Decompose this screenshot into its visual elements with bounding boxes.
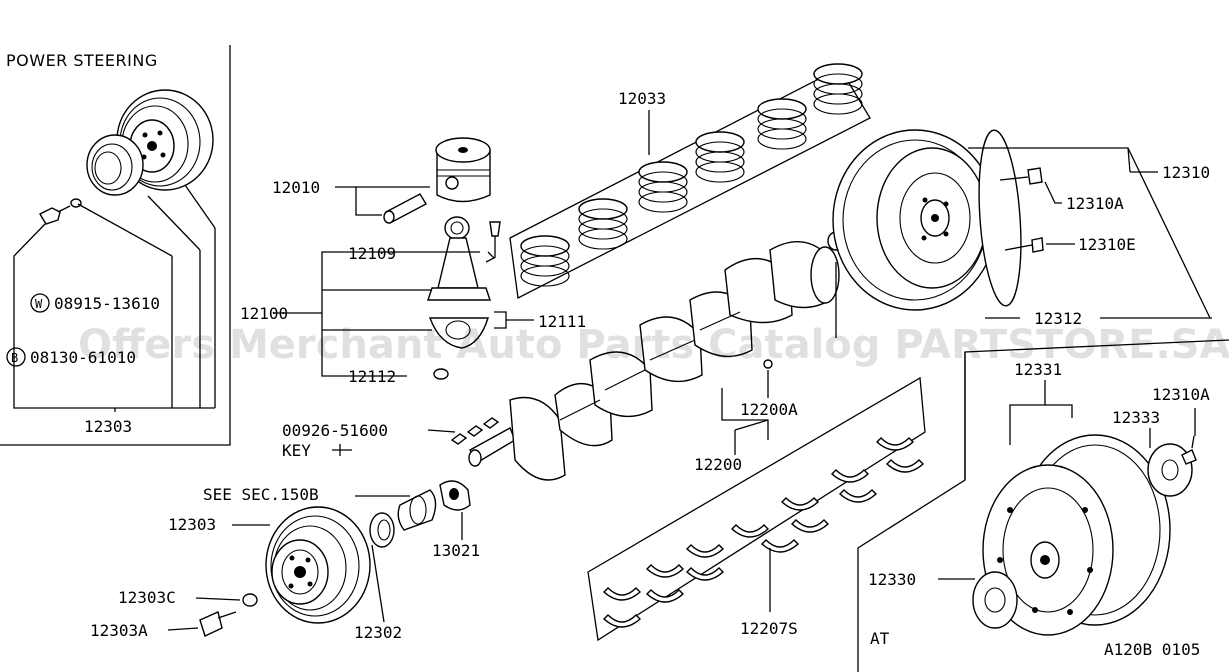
b-mark-icon: B <box>11 351 18 365</box>
power-steering-leaders <box>13 184 216 412</box>
bearing-shell <box>685 567 725 581</box>
crank-pulley <box>199 480 471 637</box>
label-12303-ps: 12303 <box>84 417 132 436</box>
label-12303c: 12303C <box>118 588 176 607</box>
piston-ring <box>638 161 688 213</box>
label-00926-51600: 00926-51600 <box>282 421 388 440</box>
crankshaft <box>468 231 845 481</box>
bearing-shell <box>830 469 870 483</box>
label-at: AT <box>870 629 890 648</box>
label-b-bolt: 08130-61010 <box>30 348 136 367</box>
crank-keys <box>450 417 500 445</box>
power-steering-pulley <box>39 89 214 225</box>
label-w-bolt: 08915-13610 <box>54 294 160 313</box>
bearing-shell <box>602 614 642 628</box>
label-12109: 12109 <box>348 244 396 263</box>
bearing-shell <box>885 459 925 473</box>
piston <box>383 137 491 224</box>
drive-plate-leaders <box>938 380 1196 580</box>
drive-plate <box>972 434 1197 636</box>
label-12312: 12312 <box>1034 309 1082 328</box>
bearing-shell <box>780 497 820 511</box>
bearing-shell <box>645 564 685 578</box>
label-12302: 12302 <box>354 623 402 642</box>
label-12100: 12100 <box>240 304 288 323</box>
label-12200: 12200 <box>694 455 742 474</box>
label-12303: 12303 <box>168 515 216 534</box>
label-12310a-at: 12310A <box>1152 385 1210 404</box>
bearing-shell <box>875 437 915 451</box>
bearing-shell <box>790 519 830 533</box>
label-12333: 12333 <box>1112 408 1160 427</box>
bearing-shell <box>602 587 642 601</box>
label-12033: 12033 <box>618 89 666 108</box>
w-mark-icon: W <box>35 297 43 311</box>
bearing-shell <box>685 544 725 558</box>
connecting-rod <box>427 216 501 380</box>
flywheel-leaders <box>968 147 1212 319</box>
pulley-leaders <box>167 524 385 631</box>
label-13021: 13021 <box>432 541 480 560</box>
label-12330: 12330 <box>868 570 916 589</box>
label-key: KEY <box>282 441 311 460</box>
label-12010: 12010 <box>272 178 320 197</box>
bearing-shell <box>760 539 800 553</box>
label-12310: 12310 <box>1162 163 1210 182</box>
label-12112: 12112 <box>348 367 396 386</box>
piston-ring <box>578 198 628 250</box>
label-12310a: 12310A <box>1066 194 1124 213</box>
watermark: Offers Merchant Auto Parts Catalog PARTS… <box>78 322 1229 368</box>
piston-ring-set <box>509 63 871 299</box>
bearing-shells <box>587 376 926 642</box>
part-labels: POWER STEERING 12010 12033 12109 12100 1… <box>6 51 1210 659</box>
label-12200a: 12200A <box>740 400 798 419</box>
piston-ring <box>520 235 570 287</box>
bearing-shell <box>645 589 685 603</box>
piston-ring <box>757 98 807 150</box>
bearing-shell <box>730 524 770 538</box>
bearing-shell <box>838 489 878 503</box>
label-12310e: 12310E <box>1078 235 1136 254</box>
label-12111: 12111 <box>538 312 586 331</box>
label-see-sec-150b: SEE SEC.150B <box>203 485 319 504</box>
piston-ring <box>813 63 863 115</box>
piston-ring <box>695 131 745 183</box>
figure-code: A120B 0105 <box>1104 640 1200 659</box>
label-12207s: 12207S <box>740 619 798 638</box>
label-12331: 12331 <box>1014 360 1062 379</box>
label-12303a: 12303A <box>90 621 148 640</box>
piston-leaders <box>274 110 650 377</box>
power-steering-title: POWER STEERING <box>6 51 158 70</box>
crankshaft-leaders <box>355 262 837 540</box>
section-borders <box>0 45 1229 672</box>
flywheel <box>832 129 1044 311</box>
